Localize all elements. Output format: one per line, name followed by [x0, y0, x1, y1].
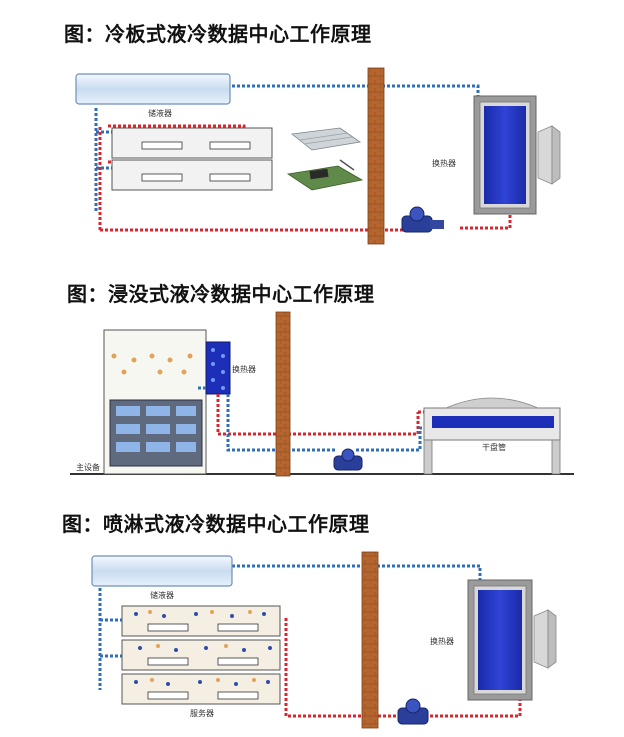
exchanger-label: 换热器 [232, 364, 256, 374]
heat-exchanger [473, 95, 561, 215]
server-label: 服务器 [190, 708, 214, 718]
pump [401, 206, 444, 233]
hot-pipe-2 [216, 394, 432, 436]
pump-2 [333, 448, 363, 471]
main-unit-label: 主设备 [76, 462, 100, 472]
heat-exchanger-label-3: 换热器 [430, 636, 454, 646]
reservoir-label: 储液器 [148, 108, 172, 118]
cold-plate-panel: 储液器 [75, 67, 561, 245]
wall-2 [275, 311, 291, 477]
immersion-title: 图：浸没式液冷数据中心工作原理 [67, 282, 375, 306]
spray-title: 图：喷淋式液冷数据中心工作原理 [62, 512, 370, 536]
reservoir-label-3: 储液器 [150, 590, 174, 600]
server-rack-3 [121, 605, 281, 705]
immersion-panel: 主设备 换热器 [70, 311, 574, 477]
reservoir-tank [75, 73, 231, 105]
heat-exchanger-3 [467, 579, 557, 701]
cold-pipe-3 [98, 564, 482, 690]
heat-exchanger-label: 换热器 [432, 158, 456, 168]
plate-heat-exchanger [205, 341, 231, 395]
wall-3 [361, 551, 379, 729]
immersion-tank [103, 329, 207, 475]
cold-pipe-2 [196, 386, 432, 452]
server-rack [111, 127, 273, 191]
reservoir-tank-3 [91, 555, 233, 587]
pump-3 [397, 698, 429, 725]
cold-plate-title: 图：冷板式液冷数据中心工作原理 [64, 22, 372, 46]
dry-cooler [423, 397, 561, 475]
spray-panel: 储液器 [91, 551, 557, 729]
wall [367, 67, 385, 245]
dry-cooler-label: 干盘管 [482, 442, 506, 452]
cold-plate-module [286, 127, 364, 191]
